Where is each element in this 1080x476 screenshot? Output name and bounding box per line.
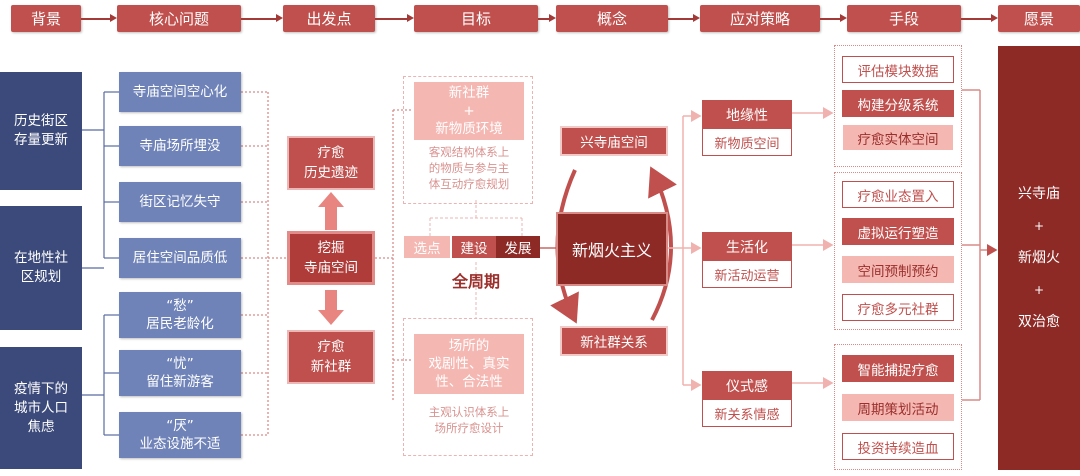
means-build-hierarchy: 构建分级系统 [842,90,954,117]
strategy-subtitle: 新关系情感 [714,408,780,423]
header-background: 背景 [11,5,81,32]
concept-new-community-relation: 新社群关系 [560,326,668,356]
concept-revive-temple: 兴寺庙空间 [560,126,668,156]
strategy-lifestyle: 生活化 新活动运营 [702,232,792,288]
stage-select-site: 选点 [404,236,450,258]
strategy-ritual: 仪式感 新关系情感 [702,371,792,427]
header-vision: 愿景 [998,5,1080,32]
strategy-geographic: 地缘性 新物质空间 [702,100,792,156]
goal-upper-description: 客观结构体系上 的物质与参与主 体互动疗愈规划 [428,145,510,191]
header-arrow [668,15,700,21]
goal-new-community-environment: 新社群 + 新物质环境 [414,82,524,140]
means-smart-capture: 智能捕捉疗愈 [842,355,954,382]
full-cycle-label: 全周期 [451,272,500,291]
concept-new-smoke-fire: 新烟火主义 [556,212,668,286]
header-core-issues: 核心问题 [117,5,241,32]
means-virtual-operation: 虚拟运行塑造 [842,218,954,245]
means-diverse-community: 疗愈多元社群 [842,294,954,321]
goal-lower-description: 主观认识体系上 场所疗愈设计 [428,405,510,435]
header-arrow [961,15,998,21]
header-arrow [538,15,556,21]
background-pandemic-anxiety: 疫情下的 城市人口 焦虑 [0,347,82,469]
means-group-1 [834,45,962,167]
vision-plus: + [1033,219,1045,233]
header-arrow [820,15,847,21]
strategy-subtitle: 新活动运营 [714,269,780,284]
means-group-3 [834,344,962,470]
start-heal-heritage: 疗愈 历史遗迹 [287,136,375,190]
means-sustained-investment: 投资持续造血 [842,433,954,460]
header-arrow [81,15,117,21]
goal-lower-frame [403,318,533,456]
header-concept: 概念 [556,5,668,32]
vision-line: 兴寺庙 [1018,186,1060,202]
issue-temple-hollow: 寺庙空间空心化 [119,72,241,112]
background-historic-district: 历史街区 存量更新 [0,72,82,190]
strategy-subtitle: 新物质空间 [714,137,780,152]
header-means: 手段 [847,5,961,32]
means-group-2 [834,172,962,330]
header-strategy: 应对策略 [700,5,820,32]
header-arrow [241,15,283,21]
issue-aging: “愁” 居民老龄化 [119,292,241,338]
stage-construct: 建设 [452,236,496,258]
header-arrow [375,15,414,21]
issue-tourists: “忧” 留住新游客 [119,350,241,396]
header-goal: 目标 [414,5,538,32]
means-periodic-activity: 周期策划活动 [842,394,954,421]
means-evaluate-data: 评估模块数据 [842,56,954,83]
issue-memory-loss: 街区记忆失守 [119,182,241,222]
vision-plus: + [1033,283,1045,297]
goal-upper-frame [403,76,533,204]
means-space-booking: 空间预制预约 [842,256,954,283]
vision-line: 双治愈 [1018,314,1060,330]
header-starting-point: 出发点 [283,5,375,32]
means-healing-space: 疗愈实体空间 [842,124,954,151]
strategy-title: 仪式感 [703,372,791,400]
stage-develop: 发展 [496,236,540,258]
issue-temple-buried: 寺庙场所埋没 [119,126,241,166]
background-community-planning: 在地性社 区规划 [0,206,82,330]
issue-facilities: “厌” 业态设施不适 [119,412,241,458]
start-heal-community: 疗愈 新社群 [287,330,375,384]
vision-line: 新烟火 [1018,250,1060,266]
start-dig-temple-space: 挖掘 寺庙空间 [287,231,375,285]
means-insert-business: 疗愈业态置入 [842,181,954,208]
issue-living-quality: 居住空间品质低 [119,238,241,278]
strategy-title: 生活化 [703,233,791,261]
goal-place-drama: 场所的 戏剧性、真实 性、合法性 [414,334,524,394]
strategy-title: 地缘性 [703,101,791,129]
vision-panel: 兴寺庙 + 新烟火 + 双治愈 [998,46,1080,470]
